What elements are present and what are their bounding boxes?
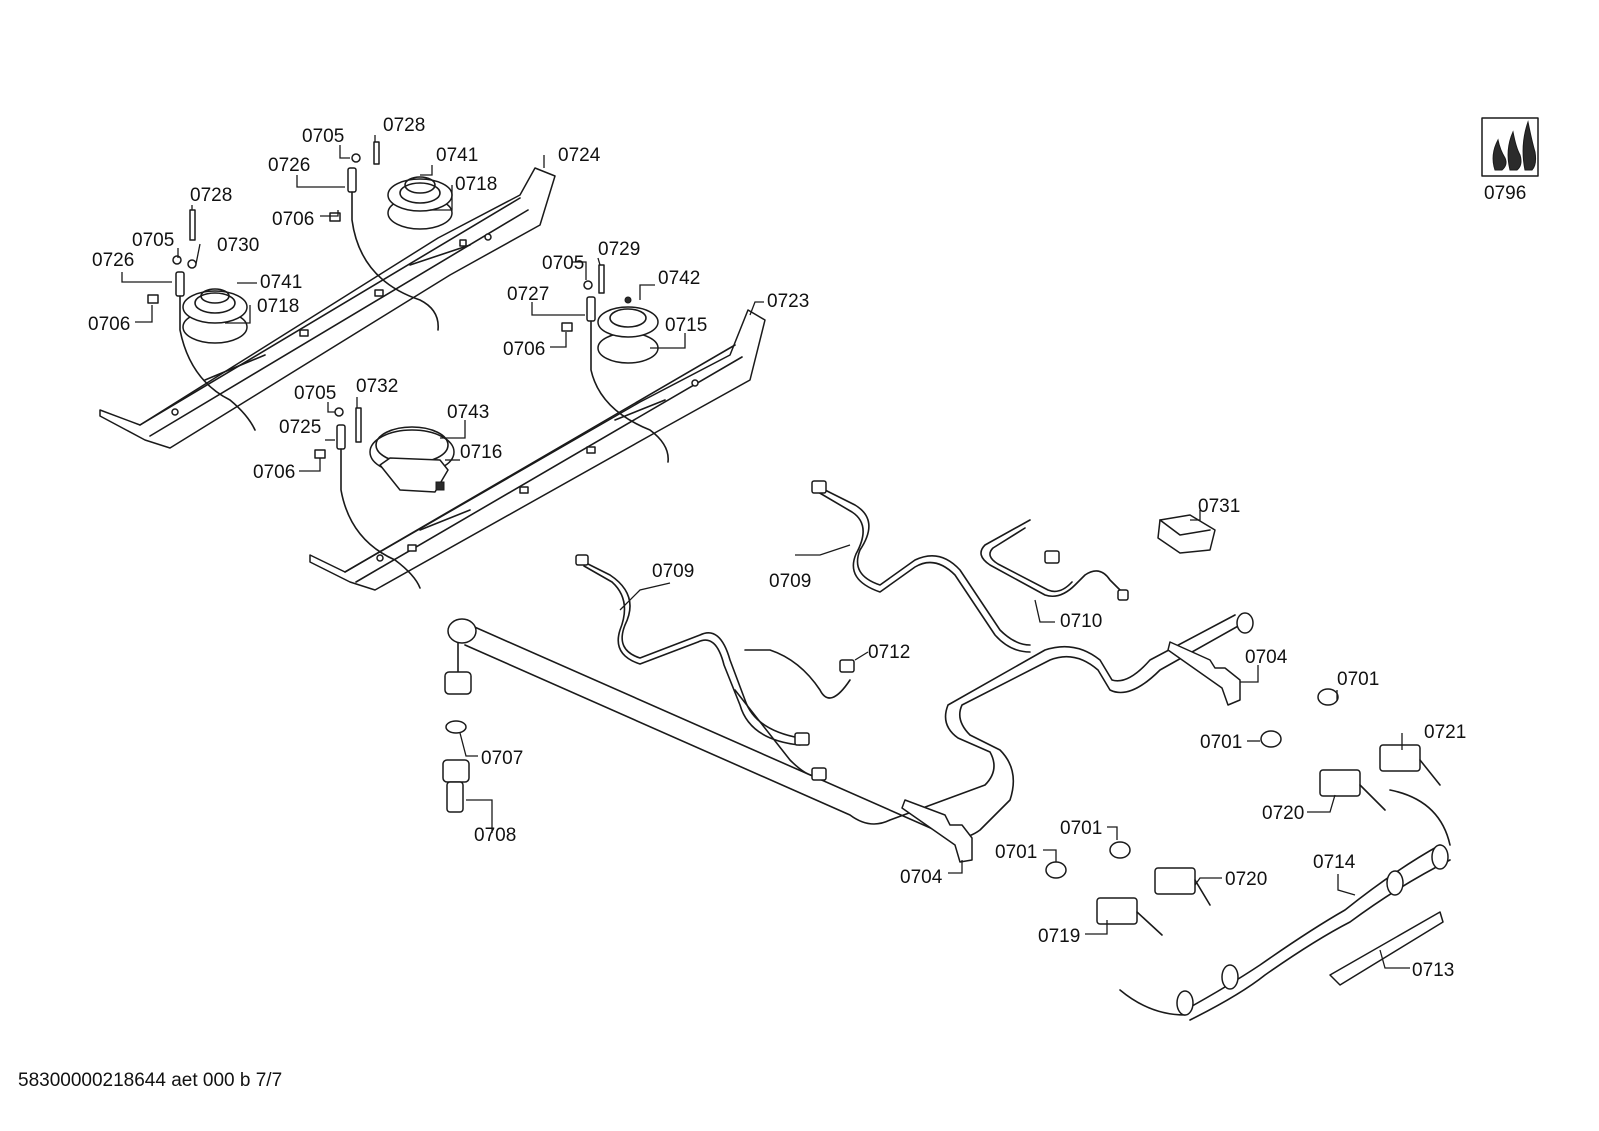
module-0731 — [1157, 514, 1216, 554]
label-0710: 0710 — [1060, 611, 1102, 632]
burner-0743 — [369, 426, 455, 493]
label-0706: 0706 — [503, 339, 545, 360]
label-0704: 0704 — [900, 867, 943, 888]
label-0727: 0727 — [507, 284, 549, 305]
pipes-0709 — [575, 480, 1031, 781]
label-0714: 0714 — [1313, 852, 1356, 873]
label-0723: 0723 — [767, 291, 809, 312]
label-0718: 0718 — [257, 296, 299, 317]
gas-fittings — [442, 720, 470, 813]
label-0732: 0732 — [356, 376, 398, 397]
label-0705: 0705 — [542, 253, 584, 274]
document-id: 58300000218644 aet 000 b 7/7 — [18, 1070, 282, 1091]
gas-manifold — [444, 612, 1254, 839]
label-0708: 0708 — [474, 825, 516, 846]
label-0701: 0701 — [1200, 732, 1242, 753]
label-0715: 0715 — [665, 315, 707, 336]
label-0704: 0704 — [1245, 647, 1288, 668]
ignition-parts — [147, 141, 669, 589]
label-0705: 0705 — [132, 230, 174, 251]
knob-caps-0701 — [1045, 688, 1339, 879]
label-0705: 0705 — [294, 383, 336, 404]
label-0718: 0718 — [455, 174, 497, 195]
label-0729: 0729 — [598, 239, 640, 260]
label-0713: 0713 — [1412, 960, 1454, 981]
label-0716: 0716 — [460, 442, 502, 463]
label-0741: 0741 — [436, 145, 478, 166]
burner-0742 — [597, 296, 659, 364]
label-0728: 0728 — [383, 115, 425, 136]
label-0701: 0701 — [995, 842, 1037, 863]
label-0709: 0709 — [769, 571, 811, 592]
label-0728: 0728 — [190, 185, 232, 206]
burner-rail-0723 — [309, 309, 766, 591]
label-0743: 0743 — [447, 402, 489, 423]
label-0707: 0707 — [481, 748, 523, 769]
harness-0714 — [1119, 789, 1451, 1021]
label-0705: 0705 — [302, 126, 344, 147]
label-0724: 0724 — [558, 145, 601, 166]
label-0701: 0701 — [1060, 818, 1102, 839]
label-0719: 0719 — [1038, 926, 1080, 947]
label-0709: 0709 — [652, 561, 694, 582]
position-labels: 0705 0728 0726 0741 0724 0718 0706 0728 … — [88, 115, 1526, 981]
pipe-0710 — [980, 519, 1129, 601]
gas-flame-icon — [1481, 117, 1539, 177]
label-0706: 0706 — [88, 314, 130, 335]
label-0731: 0731 — [1198, 496, 1240, 517]
label-0742: 0742 — [658, 268, 700, 289]
brackets — [901, 641, 1241, 863]
strip-0713 — [1329, 911, 1444, 986]
label-0796: 0796 — [1484, 183, 1526, 204]
label-0725: 0725 — [279, 417, 321, 438]
label-0720: 0720 — [1262, 803, 1304, 824]
label-0701: 0701 — [1337, 669, 1379, 690]
burner-0741-left — [182, 288, 248, 344]
gas-valves — [1096, 744, 1441, 936]
burner-0741-upper — [387, 176, 453, 230]
leader-lines — [121, 135, 1410, 969]
label-0726: 0726 — [268, 155, 310, 176]
label-0730: 0730 — [217, 235, 259, 256]
label-0720: 0720 — [1225, 869, 1267, 890]
label-0741: 0741 — [260, 272, 302, 293]
label-0706: 0706 — [253, 462, 295, 483]
label-0721: 0721 — [1424, 722, 1466, 743]
label-0726: 0726 — [92, 250, 134, 271]
burner-rail-0724 — [99, 167, 556, 449]
label-0706: 0706 — [272, 209, 314, 230]
label-0712: 0712 — [868, 642, 910, 663]
